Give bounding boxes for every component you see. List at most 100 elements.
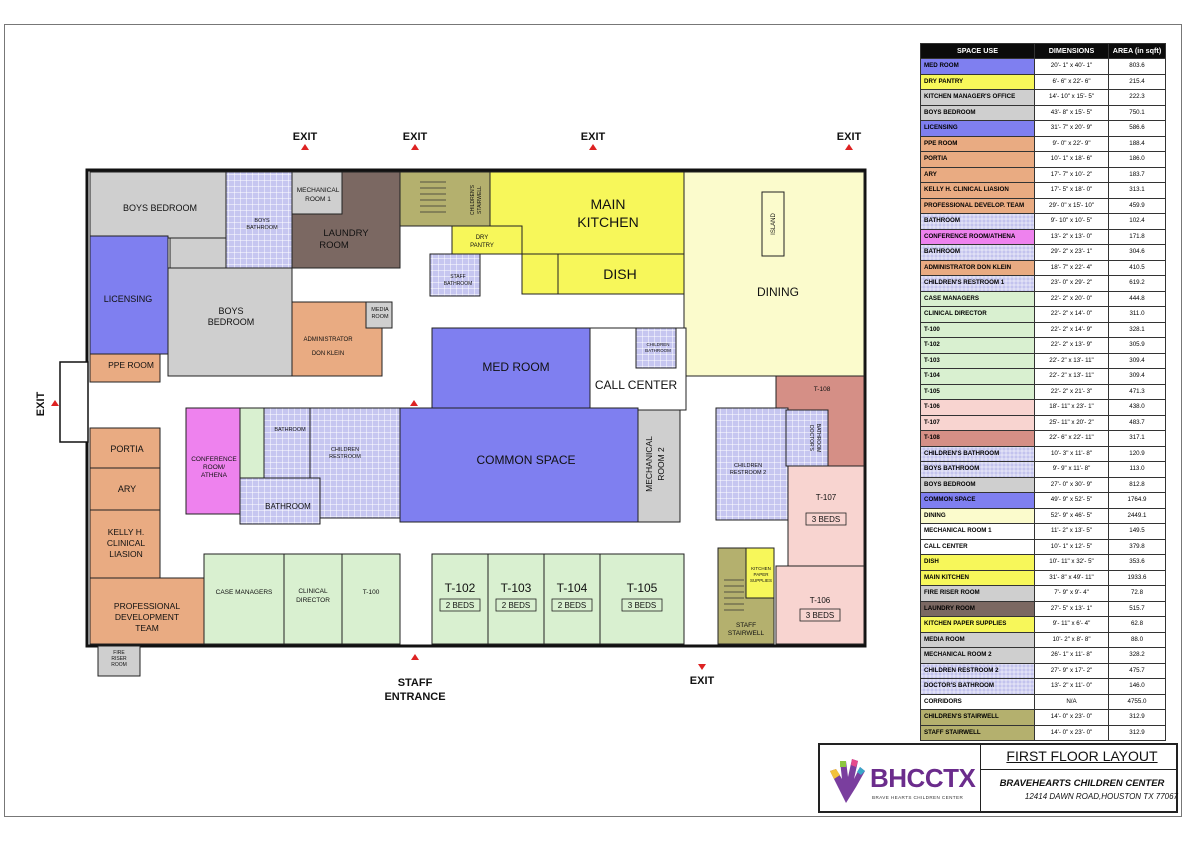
logo-subtitle: BRAVE HEARTS CHILDREN CENTER: [872, 795, 964, 800]
schedule-space-name: T-103: [920, 352, 1035, 369]
schedule-space-name: MECHANICAL ROOM 2: [920, 647, 1035, 664]
label-doctors-bathroom-2: BATHROOM: [815, 424, 821, 453]
label-professional-2: DEVELOPMENT: [115, 612, 179, 622]
staff-entrance-label-2: ENTRANCE: [384, 691, 445, 703]
label-childrens-stairwell-1: CHILDREN'S: [470, 184, 476, 215]
schedule-dimensions: 22'- 2" x 13'- 11": [1034, 352, 1109, 369]
room-ppe: [89, 353, 161, 383]
label-dry-pantry-2: PANTRY: [470, 243, 494, 249]
schedule-dimensions: 10'- 2" x 8'- 8": [1034, 631, 1109, 648]
schedule-space-name: T-100: [920, 321, 1035, 338]
schedule-dimensions: 14'- 10" x 15'- 5": [1034, 89, 1109, 106]
label-administrator-2: DON KLEIN: [312, 351, 344, 357]
label-conference-3: ATHENA: [201, 472, 228, 479]
schedule-area: 471.3: [1108, 383, 1166, 400]
label-t105: T-105: [627, 581, 658, 595]
drawing-frame: [4, 24, 1182, 817]
room-t106: [775, 565, 865, 645]
schedule-area: 438.0: [1108, 399, 1166, 416]
schedule-dimensions: 18'- 11" x 23'- 1": [1034, 399, 1109, 416]
room-dry-pantry: [451, 225, 523, 255]
label-call-center: CALL CENTER: [595, 378, 678, 392]
schedule-space-name: FIRE RISER ROOM: [920, 585, 1035, 602]
exit-label-left: EXIT: [35, 391, 47, 416]
label-kitchen-supplies-3: SUPPLIES: [750, 578, 772, 583]
room-staff-bathroom: [429, 253, 481, 297]
label-laundry-1: LAUNDRY: [323, 228, 369, 239]
room-bathroom-gray: [239, 407, 265, 479]
schedule-space-name: DISH: [920, 554, 1035, 571]
label-staff-stairwell-1: STAFF: [736, 622, 756, 629]
schedule-dimensions: 14'- 0" x 23'- 0": [1034, 724, 1109, 741]
t107-beds-box: [805, 512, 847, 526]
room-media: [365, 301, 393, 329]
schedule-area: 183.7: [1108, 166, 1166, 183]
room-mechanical-2: [637, 409, 681, 523]
schedule-space-name: CHILDREN'S BATHROOM: [920, 445, 1035, 462]
exit-label-3: EXIT: [581, 131, 606, 143]
label-professional-3: TEAM: [135, 623, 159, 633]
label-clinical-2: DIRECTOR: [296, 597, 330, 604]
label-administrator-1: ADMINISTRATOR: [303, 337, 353, 343]
schedule-dimensions: 17'- 5" x 18'- 0": [1034, 182, 1109, 199]
schedule-space-name: CORRIDORS: [920, 693, 1035, 710]
schedule-dimensions: 23'- 0" x 29'- 2": [1034, 275, 1109, 292]
schedule-dimensions: 31'- 7" x 20'- 9": [1034, 120, 1109, 137]
label-t102: T-102: [445, 581, 476, 595]
label-kelly-1: KELLY H.: [108, 527, 145, 537]
stair-treads: [420, 181, 744, 611]
schedule-area: 459.9: [1108, 197, 1166, 214]
exit-markers: [51, 144, 853, 670]
schedule-area: 120.9: [1108, 445, 1166, 462]
label-licensing: LICENSING: [104, 294, 153, 304]
schedule-space-name: PORTIA: [920, 151, 1035, 168]
label-t104-beds: 2 BEDS: [558, 601, 586, 610]
label-dry-pantry-1: DRY: [476, 235, 489, 241]
schedule-space-name: BATHROOM: [920, 213, 1035, 230]
staff-entrance-label-1: STAFF: [398, 677, 433, 689]
schedule-dimensions: 10'- 11" x 32'- 5": [1034, 554, 1109, 571]
schedule-space-name: KITCHEN MANAGER'S OFFICE: [920, 89, 1035, 106]
schedule-dimensions: 10'- 1" x 18'- 6": [1034, 151, 1109, 168]
space-schedule-table: SPACE USE DIMENSIONS AREA (in sqft) MED …: [920, 43, 1166, 741]
schedule-area: 328.2: [1108, 647, 1166, 664]
label-children-restroom-1: CHILDREN: [331, 447, 359, 453]
title-block: BHCCTX BRAVE HEARTS CHILDREN CENTER FIRS…: [818, 743, 1178, 813]
room-ary: [89, 467, 161, 511]
schedule-space-name: CONFERENCE ROOM/ATHENA: [920, 228, 1035, 245]
label-t102-beds: 2 BEDS: [446, 601, 474, 610]
label-t100: T-100: [363, 589, 380, 596]
label-conference-1: CONFERENCE: [191, 456, 237, 463]
room-fire-riser: [97, 645, 141, 677]
logo-hands-icon: [830, 759, 865, 803]
schedule-space-name: KITCHEN PAPER SUPPLIES: [920, 616, 1035, 633]
schedule-area: 317.1: [1108, 430, 1166, 447]
room-children-restroom: [309, 407, 401, 519]
schedule-dimensions: 9'- 0" x 22'- 9": [1034, 135, 1109, 152]
schedule-header-row: SPACE USE DIMENSIONS AREA (in sqft): [920, 43, 1166, 59]
schedule-space-name: CLINICAL DIRECTOR: [920, 306, 1035, 323]
logo-text: BHCCTX: [870, 763, 976, 793]
schedule-area: 309.4: [1108, 352, 1166, 369]
label-media-1: MEDIA: [371, 307, 389, 313]
label-staff-bathroom-1: STAFF: [450, 274, 465, 280]
schedule-dimensions: 26'- 1" x 11'- 8": [1034, 647, 1109, 664]
schedule-dimensions: 13'- 2" x 13'- 0": [1034, 228, 1109, 245]
schedule-dimensions: 10'- 1" x 12'- 5": [1034, 538, 1109, 555]
schedule-area: 328.1: [1108, 321, 1166, 338]
schedule-dimensions: 22'- 2" x 13'- 11": [1034, 368, 1109, 385]
entry-vestibule: [59, 361, 89, 443]
schedule-space-name: MEDIA ROOM: [920, 631, 1035, 648]
